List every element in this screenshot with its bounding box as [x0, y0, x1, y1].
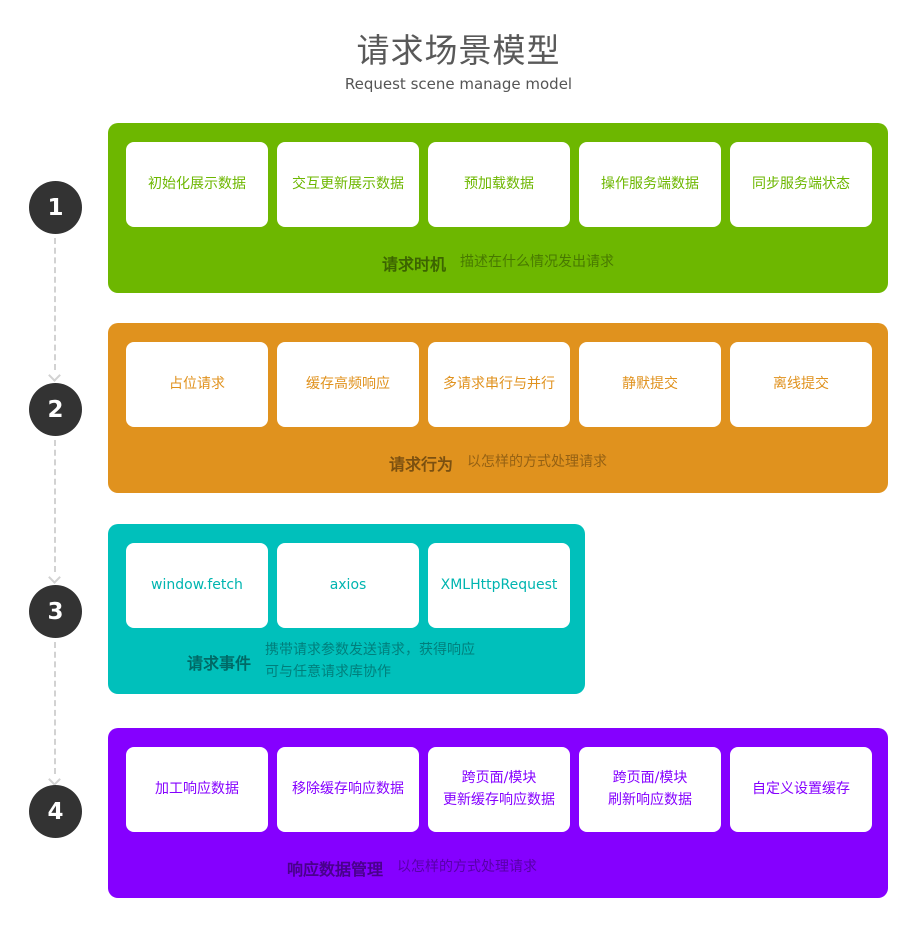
band-description: 以怎样的方式处理请求: [397, 859, 538, 876]
connector-line-2: [48, 440, 61, 584]
connector-line-3: [48, 642, 61, 786]
card-init-display-data: 初始化展示数据: [126, 142, 268, 227]
card-list: window.fetch axios XMLHttpRequest: [126, 543, 570, 628]
step-4-number: 4: [47, 798, 64, 825]
step-3-badge: 3: [29, 585, 82, 638]
band-description: 描述在什么情况发出请求: [460, 254, 614, 271]
card-cache-high-freq-response: 缓存高频响应: [277, 342, 419, 427]
card-serial-parallel-requests: 多请求串行与并行: [428, 342, 570, 427]
arrow-down-icon: [48, 571, 61, 584]
band-description: 携带请求参数发送请求，获得响应 可与任意请求库协作: [265, 642, 476, 680]
arrow-down-icon: [48, 773, 61, 786]
card-window-fetch: window.fetch: [126, 543, 268, 628]
card-list: 加工响应数据 移除缓存响应数据 跨页面/模块 更新缓存响应数据 跨页面/模块 刷…: [126, 747, 872, 832]
card-offline-submit: 离线提交: [730, 342, 872, 427]
band-label: 请求事件: [187, 654, 252, 673]
card-interactive-update-data: 交互更新展示数据: [277, 142, 419, 227]
band-label: 请求时机: [381, 255, 446, 274]
card-silent-submit: 静默提交: [579, 342, 721, 427]
band-label: 请求行为: [388, 455, 453, 474]
card-process-response-data: 加工响应数据: [126, 747, 268, 832]
card-axios: axios: [277, 543, 419, 628]
step-2-number: 2: [47, 396, 64, 423]
band-footer: 请求时机 描述在什么情况发出请求: [108, 247, 888, 279]
card-preload-data: 预加载数据: [428, 142, 570, 227]
band-request-behavior: 占位请求 缓存高频响应 多请求串行与并行 静默提交 离线提交 请求行为 以怎样的…: [108, 323, 888, 493]
page-subtitle: Request scene manage model: [344, 75, 573, 93]
card-list: 初始化展示数据 交互更新展示数据 预加载数据 操作服务端数据 同步服务端状态: [126, 142, 872, 227]
band-request-event: window.fetch axios XMLHttpRequest 请求事件 携…: [108, 524, 585, 694]
band-footer: 请求行为 以怎样的方式处理请求: [108, 447, 888, 479]
step-3-number: 3: [47, 598, 64, 625]
connector-line-1: [48, 238, 61, 382]
band-footer: 响应数据管理 以怎样的方式处理请求: [287, 852, 537, 884]
band-footer: 请求事件 携带请求参数发送请求，获得响应 可与任意请求库协作: [187, 636, 475, 688]
step-2-badge: 2: [29, 383, 82, 436]
card-remove-cached-response: 移除缓存响应数据: [277, 747, 419, 832]
card-sync-server-state: 同步服务端状态: [730, 142, 872, 227]
card-operate-server-data: 操作服务端数据: [579, 142, 721, 227]
card-xmlhttprequest: XMLHttpRequest: [428, 543, 570, 628]
step-4-badge: 4: [29, 785, 82, 838]
page-title: 请求场景模型: [356, 31, 561, 70]
band-response-data-management: 加工响应数据 移除缓存响应数据 跨页面/模块 更新缓存响应数据 跨页面/模块 刷…: [108, 728, 888, 898]
band-description: 以怎样的方式处理请求: [467, 454, 607, 471]
band-request-timing: 初始化展示数据 交互更新展示数据 预加载数据 操作服务端数据 同步服务端状态 请…: [108, 123, 888, 293]
step-1-number: 1: [47, 194, 64, 221]
band-label: 响应数据管理: [287, 860, 384, 879]
step-1-badge: 1: [29, 181, 82, 234]
card-placeholder-request: 占位请求: [126, 342, 268, 427]
arrow-down-icon: [48, 369, 61, 382]
card-refresh-response-cross-page: 跨页面/模块 刷新响应数据: [579, 747, 721, 832]
card-update-cached-response-cross-page: 跨页面/模块 更新缓存响应数据: [428, 747, 570, 832]
card-list: 占位请求 缓存高频响应 多请求串行与并行 静默提交 离线提交: [126, 342, 872, 427]
card-custom-set-cache: 自定义设置缓存: [730, 747, 872, 832]
